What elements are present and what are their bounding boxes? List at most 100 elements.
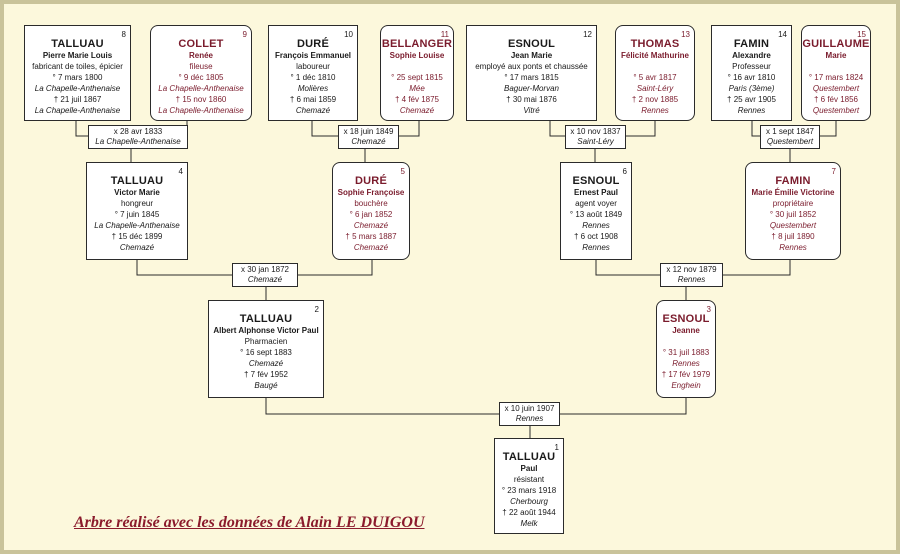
occupation: propriétaire <box>772 199 814 208</box>
sosa-number: 9 <box>242 30 247 39</box>
death-date: † 2 nov 1885 <box>631 95 679 104</box>
surname: THOMAS <box>630 38 680 50</box>
given-names: Pierre Marie Louis <box>42 51 113 60</box>
death-date: † 6 oct 1908 <box>573 232 619 241</box>
marriage-place: Saint-Léry <box>577 137 614 146</box>
occupation: hongreur <box>120 199 154 208</box>
birth-place: Baguer-Morvan <box>504 84 559 93</box>
sosa-number: 8 <box>121 30 126 39</box>
death-place: Rennes <box>582 243 610 252</box>
occupation: laboureur <box>296 62 330 71</box>
birth-place: Mée <box>409 84 425 93</box>
birth-place: Rennes <box>672 359 700 368</box>
sosa-number: 13 <box>681 30 690 39</box>
given-names: Jean Marie <box>510 51 553 60</box>
sosa-number: 15 <box>857 30 866 39</box>
death-date: † 30 mai 1876 <box>506 95 557 104</box>
birth-date: ° 16 sept 1883 <box>240 348 292 357</box>
person-3[interactable]: 3 ESNOUL Jeanne ° 31 juil 1883 Rennes † … <box>656 300 716 398</box>
person-13[interactable]: 13 THOMAS Félicité Mathurine ° 5 avr 181… <box>615 25 695 121</box>
birth-date: ° 16 avr 1810 <box>727 73 776 82</box>
birth-date: ° 31 juil 1883 <box>662 348 710 357</box>
marriage-box: x 18 juin 1849 Chemazé <box>338 125 399 149</box>
marriage-box: x 30 jan 1872 Chemazé <box>232 263 298 287</box>
given-names: Paul <box>520 464 538 473</box>
birth-place: Molières <box>297 84 329 93</box>
death-place: Rennes <box>641 106 669 115</box>
occupation: Pharmacien <box>244 337 288 346</box>
birth-date: ° 13 août 1849 <box>569 210 623 219</box>
marriage-date: x 28 avr 1833 <box>113 127 163 136</box>
person-1[interactable]: 1 TALLUAU Paul résistant ° 23 mars 1918 … <box>494 438 564 534</box>
marriage-place: Chemazé <box>247 275 283 284</box>
death-date: † 15 déc 1899 <box>111 232 163 241</box>
surname: TALLUAU <box>51 38 104 50</box>
person-14[interactable]: 14 FAMIN Alexandre Professeur ° 16 avr 1… <box>711 25 792 121</box>
person-6[interactable]: 6 ESNOUL Ernest Paul agent voyer ° 13 ao… <box>560 162 632 260</box>
surname: TALLUAU <box>239 313 293 325</box>
given-names: Sophie Françoise <box>337 188 405 197</box>
occupation: bouchère <box>354 199 388 208</box>
marriage-place: Rennes <box>677 275 706 284</box>
birth-date: ° 25 sept 1815 <box>391 73 443 82</box>
marriage-place: Questembert <box>766 137 814 146</box>
death-date: † 4 fév 1875 <box>394 95 440 104</box>
occupation: fileuse <box>189 62 213 71</box>
given-names: Jeanne <box>672 326 700 335</box>
sosa-number: 12 <box>583 30 592 39</box>
given-names: François Emmanuel <box>274 51 352 60</box>
given-names: Félicité Mathurine <box>620 51 689 60</box>
birth-place: La Chapelle-Anthenaise <box>94 221 180 230</box>
birth-date: ° 9 déc 1805 <box>178 73 224 82</box>
sosa-number: 14 <box>778 30 787 39</box>
person-10[interactable]: 10 DURÉ François Emmanuel laboureur ° 1 … <box>268 25 358 121</box>
birth-place: Rennes <box>582 221 610 230</box>
marriage-date: x 30 jan 1872 <box>240 265 290 274</box>
birth-date: ° 17 mars 1815 <box>504 73 559 82</box>
sosa-number: 5 <box>400 167 405 176</box>
surname: ESNOUL <box>507 38 556 50</box>
death-place: Chemazé <box>295 106 331 115</box>
surname: DURÉ <box>297 38 329 50</box>
death-date: † 6 fév 1856 <box>813 95 859 104</box>
surname: BELLANGER <box>381 38 453 50</box>
given-names: Ernest Paul <box>573 188 618 197</box>
person-5[interactable]: 5 DURÉ Sophie Françoise bouchère ° 6 jan… <box>332 162 410 260</box>
marriage-date: x 12 nov 1879 <box>666 265 717 274</box>
person-11[interactable]: 11 BELLANGER Sophie Louise ° 25 sept 181… <box>380 25 454 121</box>
death-date: † 25 avr 1905 <box>727 95 776 104</box>
person-12[interactable]: 12 ESNOUL Jean Marie employé aux ponts e… <box>466 25 597 121</box>
surname: FAMIN <box>775 175 811 187</box>
surname: GUILLAUME <box>802 38 870 50</box>
occupation: résistant <box>513 475 545 484</box>
sosa-number: 11 <box>440 30 449 39</box>
birth-date: ° 17 mars 1824 <box>808 73 864 82</box>
death-place: Chemazé <box>399 106 435 115</box>
person-4[interactable]: 4 TALLUAU Victor Marie hongreur ° 7 juin… <box>86 162 188 260</box>
birth-date: ° 5 avr 1817 <box>633 73 677 82</box>
occupation: employé aux ponts et chaussée <box>475 62 588 71</box>
person-8[interactable]: 8 TALLUAU Pierre Marie Louis fabricant d… <box>24 25 131 121</box>
birth-place: La Chapelle-Anthenaise <box>34 84 121 93</box>
person-7[interactable]: 7 FAMIN Marie Émilie Victorine propriéta… <box>745 162 841 260</box>
death-place: Baugé <box>254 381 278 390</box>
death-place: La Chapelle-Anthenaise <box>158 106 244 115</box>
sosa-number: 6 <box>622 167 627 176</box>
birth-date: ° 1 déc 1810 <box>290 73 336 82</box>
surname: TALLUAU <box>110 175 164 187</box>
occupation: agent voyer <box>575 199 617 208</box>
surname: ESNOUL <box>662 313 710 325</box>
birth-place: Saint-Léry <box>636 84 674 93</box>
credit-text: Arbre réalisé avec les données de Alain … <box>74 514 425 531</box>
birth-place: Cherbourg <box>510 497 548 506</box>
sosa-number: 7 <box>831 167 836 176</box>
birth-place: Questembert <box>769 221 817 230</box>
death-place: Vitré <box>523 106 540 115</box>
person-2[interactable]: 2 TALLUAU Albert Alphonse Victor Paul Ph… <box>208 300 324 398</box>
death-place: Questembert <box>812 106 860 115</box>
given-names: Marie Émilie Victorine <box>751 188 835 197</box>
person-9[interactable]: 9 COLLET Renée fileuse ° 9 déc 1805 La C… <box>150 25 252 121</box>
given-names: Victor Marie <box>114 188 160 197</box>
person-15[interactable]: 15 GUILLAUME Marie ° 17 mars 1824 Queste… <box>801 25 871 121</box>
death-place: La Chapelle-Anthenaise <box>34 106 121 115</box>
